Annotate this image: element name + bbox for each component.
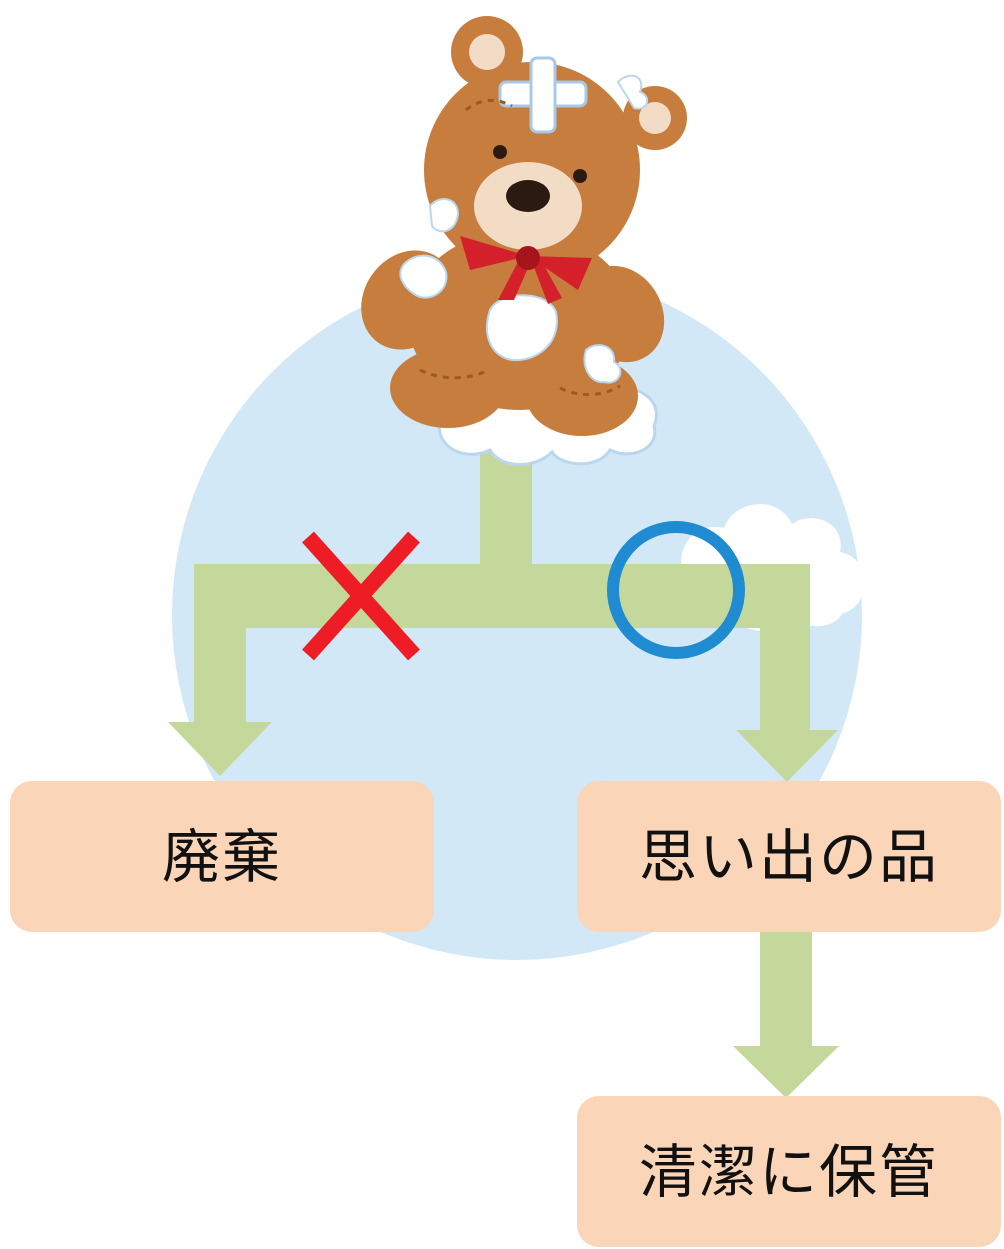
cross-mark-icon — [302, 531, 420, 661]
discard-label: 廃棄 — [161, 822, 282, 891]
store-clean-box: 清潔に保管 — [577, 1096, 1001, 1247]
right-branch-shaft — [760, 564, 810, 732]
memento-box: 思い出の品 — [577, 781, 1001, 932]
patched-teddy-bear-icon — [361, 16, 687, 436]
stem-arrow — [480, 452, 532, 567]
box-memento-bg — [577, 781, 1001, 932]
lower-shaft — [760, 932, 812, 1048]
circle-mark-icon — [607, 521, 745, 659]
branch-bar — [194, 564, 810, 628]
flow-arrows — [168, 452, 839, 1098]
box-discard-bg — [10, 781, 434, 932]
discard-box: 廃棄 — [10, 781, 434, 932]
left-branch-shaft — [194, 564, 246, 724]
store-clean-label: 清潔に保管 — [638, 1137, 939, 1206]
right-arrowhead — [736, 730, 838, 782]
lower-arrowhead — [733, 1046, 839, 1098]
memento-label: 思い出の品 — [638, 822, 939, 891]
left-arrowhead — [168, 722, 272, 776]
box-store-bg — [577, 1096, 1001, 1247]
